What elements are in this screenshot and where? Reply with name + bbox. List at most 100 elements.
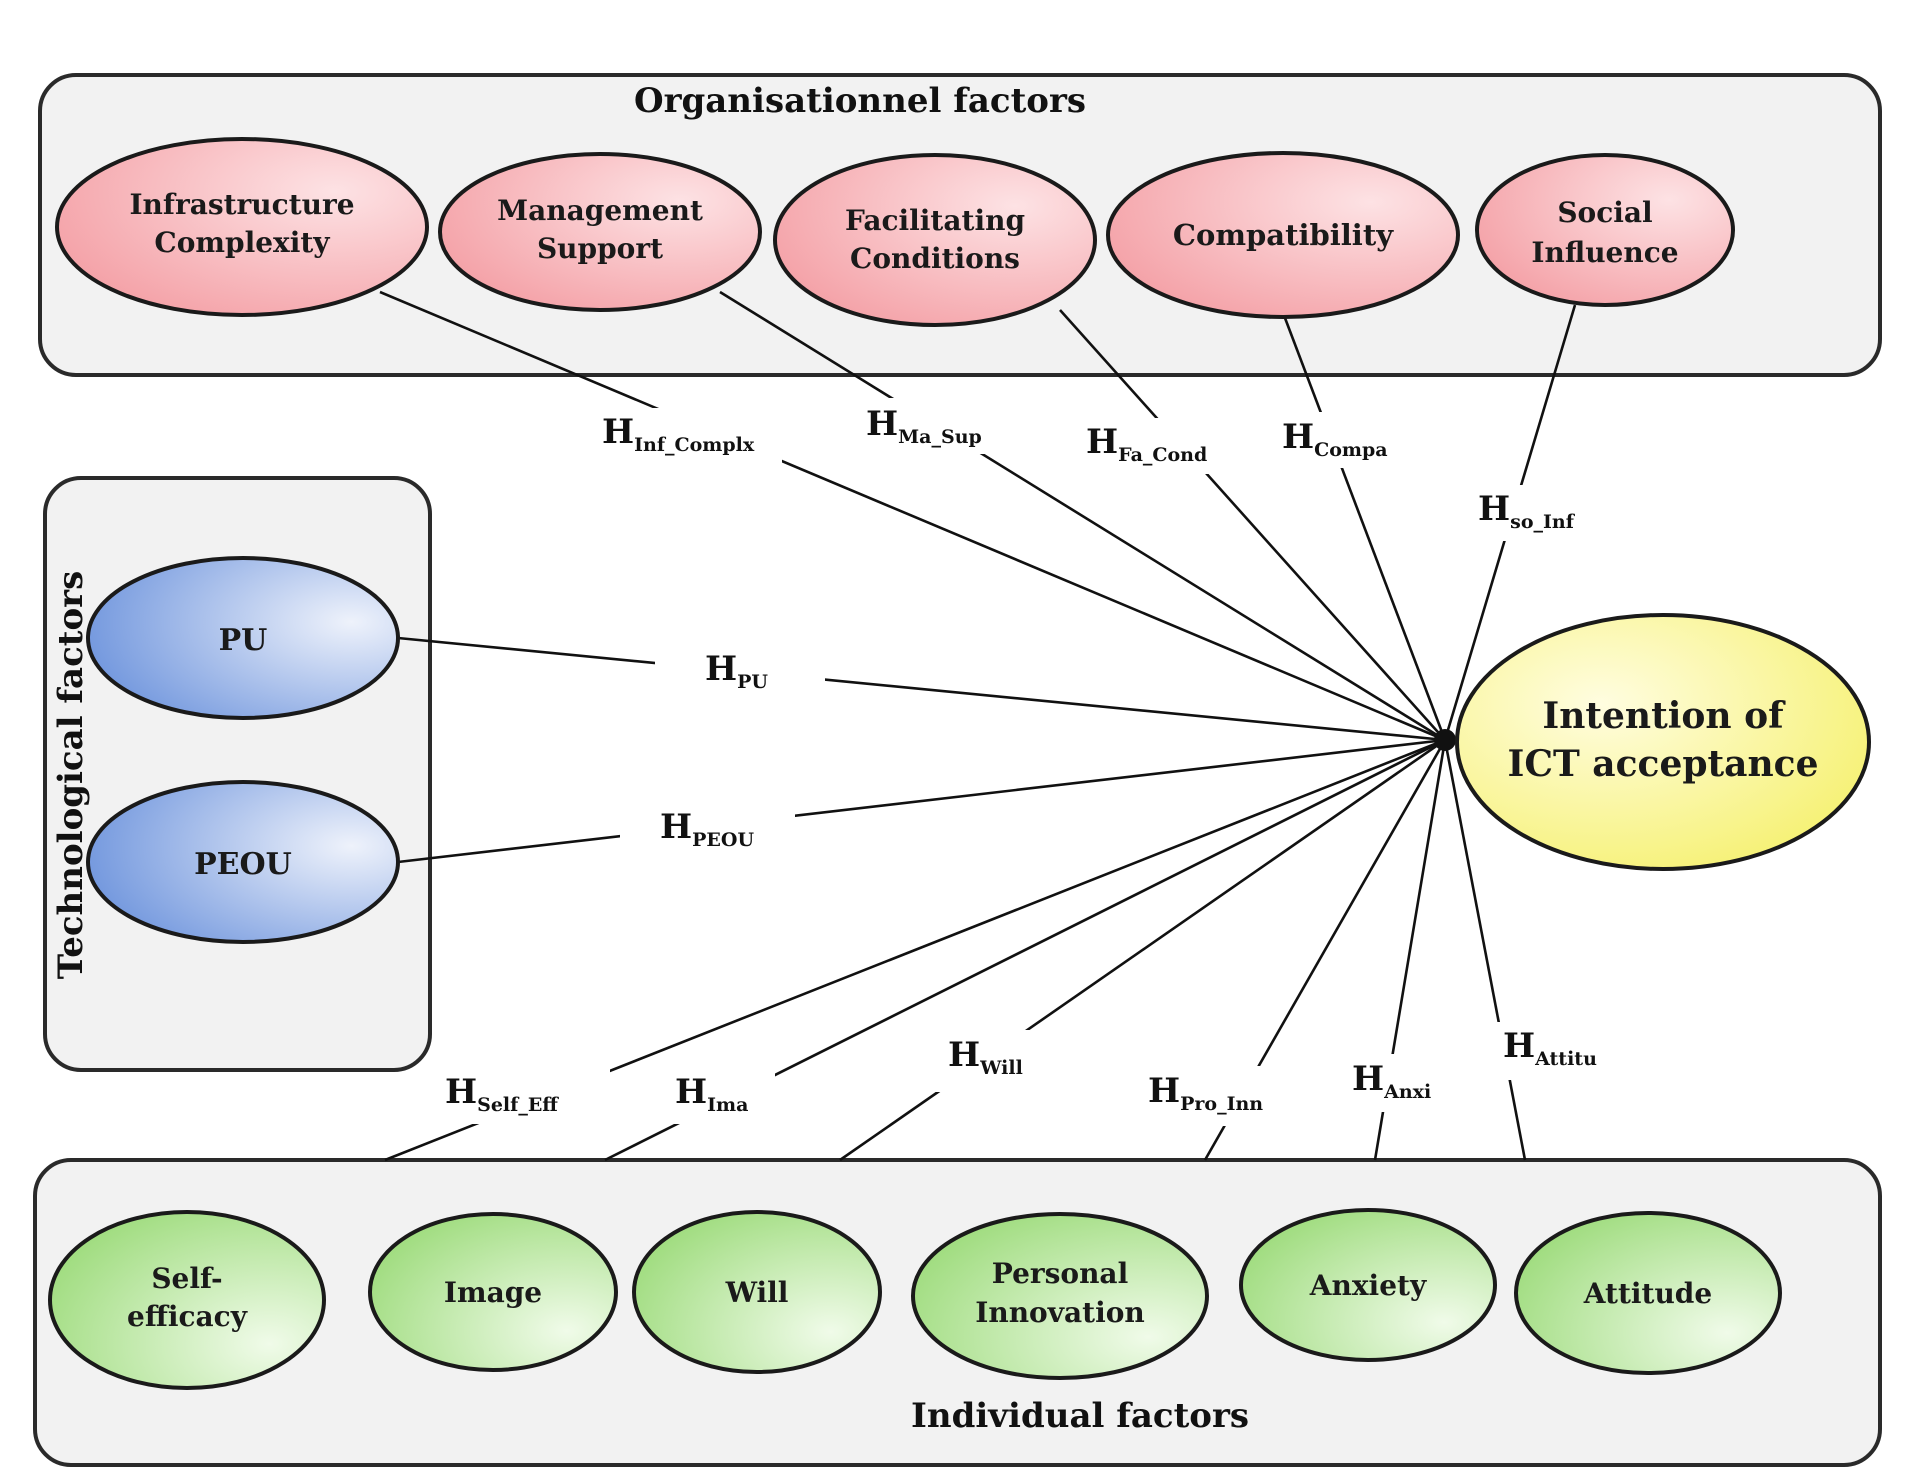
hypothesis-so-inf-main: H (1478, 489, 1510, 529)
node-self-efficacy-line2: efficacy (127, 1300, 248, 1333)
hypothesis-pro-inn-bg (1140, 1066, 1290, 1126)
edge-peou (397, 738, 1446, 864)
svg-text:HSelf_Eff: HSelf_Eff (445, 1072, 559, 1116)
hypothesis-peou-main: H (660, 807, 692, 847)
node-peou-shape (86, 780, 400, 944)
hypothesis-will-main: H (948, 1035, 980, 1075)
node-peou-line1: PEOU (194, 847, 292, 882)
hypothesis-will-bg (930, 1030, 1050, 1092)
hypothesis-inf-compl-bg (598, 408, 782, 464)
hypothesis-anxi-sub: Anxi (1383, 1081, 1431, 1103)
node-social-influence: Social Influence (1475, 153, 1735, 307)
hypothesis-will: HWill (930, 1030, 1050, 1092)
node-personal-innovation-line1: Personal (992, 1257, 1128, 1290)
organisational-factors-title: Organisationnel factors (634, 81, 1086, 121)
node-self-efficacy: Self- efficacy (48, 1210, 326, 1390)
hypothesis-attitu-sub: Attitu (1534, 1048, 1597, 1070)
node-will: Will (632, 1210, 882, 1374)
svg-text:Hso_Inf: Hso_Inf (1478, 489, 1576, 533)
hypothesis-ma-sup-bg (862, 398, 996, 454)
node-pu: PU (86, 556, 400, 720)
node-personal-innovation-shape (911, 1212, 1209, 1380)
hypothesis-ma-sup-main: H (866, 404, 898, 444)
node-attitude: Attitude (1514, 1211, 1782, 1375)
hypothesis-anxi: HAnxi (1342, 1054, 1450, 1112)
hypothesis-anxi-bg (1342, 1054, 1450, 1112)
svg-text:HPU: HPU (705, 649, 768, 693)
svg-text:HMa_Sup: HMa_Sup (866, 404, 982, 448)
individual-factors-title: Individual factors (911, 1396, 1249, 1436)
node-management-support-line1: Management (497, 194, 703, 227)
hypothesis-pro-inn-main: H (1148, 1071, 1180, 1111)
hypothesis-anxi-main: H (1352, 1059, 1384, 1099)
hypothesis-ima: HIma (660, 1068, 775, 1124)
hypothesis-ima-sub: Ima (707, 1094, 748, 1116)
hypothesis-self-eff: HSelf_Eff (440, 1068, 610, 1124)
node-peou: PEOU (86, 780, 400, 944)
hypothesis-ima-bg (660, 1068, 775, 1124)
node-attitude-shape (1514, 1211, 1782, 1375)
node-pu-shape (86, 556, 400, 720)
node-management-support: Management Support (438, 152, 762, 312)
hypothesis-inf-compl: HInf_Complx (598, 408, 782, 464)
node-image-line1: Image (444, 1276, 542, 1309)
hypothesis-pu: HPU (655, 645, 825, 703)
hypothesis-labels: HInf_Complx HMa_Sup HFa_Cond HCompa Hso_… (440, 398, 1614, 1126)
svg-text:HIma: HIma (675, 1072, 748, 1116)
node-self-efficacy-shape (48, 1210, 326, 1390)
node-facilitating-conditions: Facilitating Conditions (773, 153, 1097, 327)
node-social-influence-line2: Influence (1531, 236, 1678, 269)
node-will-shape (632, 1210, 882, 1374)
hypothesis-peou: HPEOU (620, 800, 795, 860)
node-infrastructure-complexity: Infrastructure Complexity (55, 137, 429, 317)
hypothesis-compa: HCompa (1278, 412, 1410, 468)
hypothesis-fa-cond-bg (1082, 418, 1222, 474)
node-image-shape (368, 1212, 618, 1372)
hypothesis-fa-cond-main: H (1086, 422, 1118, 462)
hypothesis-self-eff-bg (440, 1068, 610, 1124)
node-image: Image (368, 1212, 618, 1372)
hypothesis-pu-sub: PU (737, 671, 768, 693)
node-facilitating-conditions-line2: Conditions (850, 242, 1020, 275)
node-anxiety: Anxiety (1239, 1208, 1497, 1362)
node-management-support-line2: Support (537, 232, 663, 265)
edge-facilitating-conditions (1059, 309, 1446, 741)
svg-text:HFa_Cond: HFa_Cond (1086, 422, 1207, 466)
node-self-efficacy-line1: Self- (151, 1262, 222, 1295)
hypothesis-compa-bg (1278, 412, 1410, 468)
hypothesis-so-inf-sub: so_Inf (1510, 511, 1576, 533)
hypothesis-pro-inn-sub: Pro_Inn (1180, 1093, 1263, 1115)
edge-compatibility (1283, 317, 1447, 741)
node-social-influence-line1: Social (1557, 196, 1652, 229)
hypothesis-peou-bg (620, 800, 795, 860)
node-anxiety-line1: Anxiety (1309, 1269, 1427, 1302)
hypothesis-attitu: HAttitu (1496, 1022, 1614, 1080)
node-anxiety-shape (1239, 1208, 1497, 1362)
hypothesis-so-inf-bg (1475, 485, 1595, 541)
hypothesis-attitu-bg (1496, 1022, 1614, 1080)
node-management-support-shape (438, 152, 762, 312)
organisational-nodes: Infrastructure Complexity Management Sup… (55, 137, 1735, 327)
hypothesis-compa-main: H (1282, 417, 1314, 457)
hypothesis-inf-compl-sub: Inf_Complx (634, 434, 755, 456)
hypothesis-self-eff-sub: Self_Eff (477, 1094, 559, 1116)
svg-text:HAttitu: HAttitu (1503, 1026, 1597, 1070)
hypothesis-self-eff-main: H (445, 1072, 477, 1112)
hypothesis-inf-compl-main: H (602, 412, 634, 452)
svg-text:HAnxi: HAnxi (1352, 1059, 1431, 1103)
node-personal-innovation-line2: Innovation (975, 1296, 1145, 1329)
node-infrastructure-complexity-line1: Infrastructure (129, 188, 354, 221)
svg-text:HPEOU: HPEOU (660, 807, 754, 851)
svg-text:HCompa: HCompa (1282, 417, 1388, 461)
node-facilitating-conditions-shape (773, 153, 1097, 327)
hypothesis-attitu-main: H (1503, 1026, 1535, 1066)
node-intention-line1: Intention of (1542, 695, 1786, 737)
node-personal-innovation: Personal Innovation (911, 1212, 1209, 1380)
node-attitude-line1: Attitude (1583, 1277, 1712, 1310)
edge-infrastructure-complexity (379, 290, 1446, 742)
hypothesis-will-sub: Will (979, 1057, 1023, 1079)
svg-text:HInf_Complx: HInf_Complx (602, 412, 755, 456)
hypothesis-pu-main: H (705, 649, 737, 689)
node-pu-line1: PU (219, 623, 268, 658)
node-social-influence-shape (1475, 153, 1735, 307)
